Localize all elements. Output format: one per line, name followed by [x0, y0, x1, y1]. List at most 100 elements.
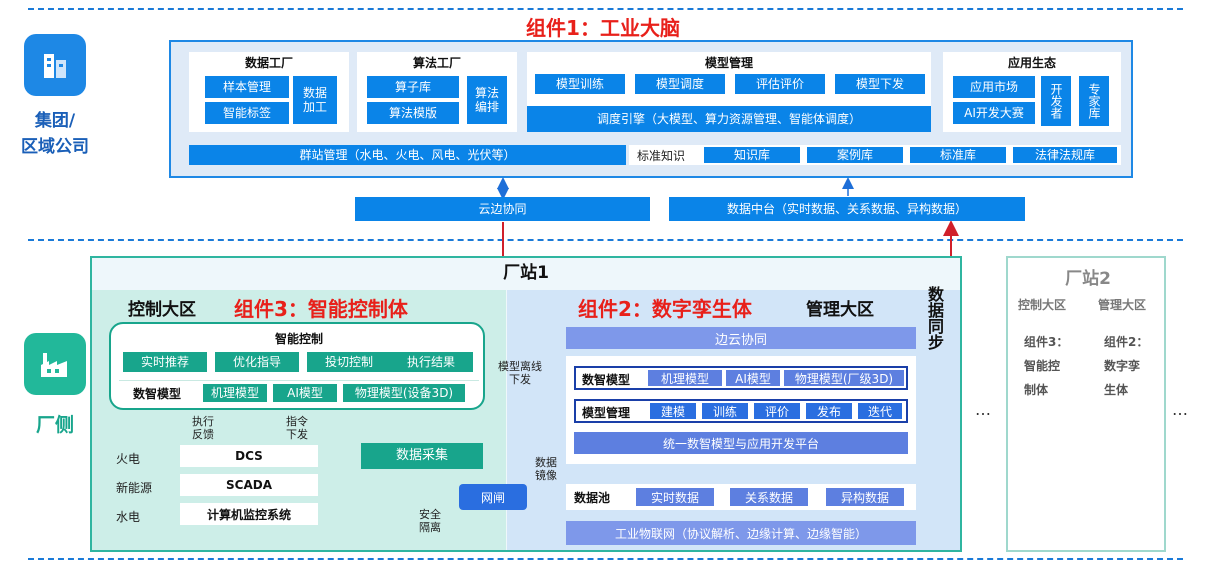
- system-label-hydro: 水电: [116, 510, 141, 524]
- pool-relational-data[interactable]: 关系数据: [730, 488, 808, 506]
- right-mechanism-model[interactable]: 机理模型: [648, 370, 722, 386]
- op-iterate[interactable]: 迭代: [858, 403, 902, 419]
- model-training[interactable]: 模型训练: [535, 74, 625, 94]
- right-physical-model[interactable]: 物理模型(厂级3D): [784, 370, 904, 386]
- model-mgmt-panel: 模型管理 模型训练 模型调度 评估评价 模型下发 调度引擎（大模型、算力资源管理…: [527, 52, 931, 132]
- component3-title: 组件3：智能控制体: [234, 297, 408, 321]
- station1-title: 厂站1: [503, 263, 549, 283]
- algorithm-orchestration[interactable]: 算法 编排: [467, 76, 507, 124]
- op-evaluate[interactable]: 评价: [754, 403, 800, 419]
- system-label-thermal: 火电: [116, 452, 141, 466]
- unified-platform[interactable]: 统一数智模型与应用开发平台: [574, 432, 908, 454]
- plant-label: 厂侧: [35, 414, 74, 436]
- component1-title: 组件1：工业大脑: [526, 16, 680, 40]
- component2-title: 组件2：数字孪生体: [578, 297, 752, 321]
- regulation-library[interactable]: 法律法规库: [1013, 147, 1117, 163]
- left-twin-model-row: 数智模型 机理模型 AI模型 物理模型(设备3D): [119, 380, 479, 404]
- divider-middle: [28, 239, 1183, 241]
- scada-system[interactable]: SCADA: [180, 474, 318, 496]
- op-train[interactable]: 训练: [702, 403, 748, 419]
- gateway[interactable]: 网闸: [459, 484, 527, 510]
- data-pool-row: 数据池 实时数据 关系数据 异构数据: [566, 484, 916, 510]
- op-publish[interactable]: 发布: [806, 403, 852, 419]
- pool-realtime-data[interactable]: 实时数据: [636, 488, 714, 506]
- app-market[interactable]: 应用市场: [953, 76, 1035, 98]
- data-mirror-label: 数据 镜像: [535, 456, 557, 482]
- data-middle-platform[interactable]: 数据中台（实时数据、关系数据、异构数据）: [669, 197, 1025, 221]
- factory-icon: [24, 333, 86, 395]
- smart-control-panel: 智能控制 实时推荐 优化指导 投切控制 执行结果 数智模型 机理模型 AI模型 …: [109, 322, 485, 410]
- case-library[interactable]: 案例库: [807, 147, 903, 163]
- knowledge-base[interactable]: 知识库: [704, 147, 800, 163]
- algo-factory-panel: 算法工厂 算子库 算法模版 算法 编排: [357, 52, 517, 132]
- mgmt-zone-title: 管理大区: [806, 300, 874, 320]
- left-mechanism-model[interactable]: 机理模型: [203, 384, 267, 402]
- sample-management[interactable]: 样本管理: [205, 76, 289, 98]
- safety-isolation-label: 安全 隔离: [419, 508, 441, 534]
- model-ops-label: 模型管理: [582, 406, 631, 420]
- optimization-guide[interactable]: 优化指导: [215, 352, 299, 372]
- smart-labeling[interactable]: 智能标签: [205, 102, 289, 124]
- data-factory-panel: 数据工厂 样本管理 智能标签 数据 加工: [189, 52, 349, 132]
- data-pool-label: 数据池: [574, 491, 611, 505]
- left-twin-model-label: 数智模型: [133, 387, 182, 401]
- algo-factory-title: 算法工厂: [412, 55, 461, 70]
- ellipsis-right: …: [1172, 400, 1188, 419]
- station2-component2: 组件2： 数字孪 生体: [1104, 335, 1149, 397]
- model-scheduling[interactable]: 模型调度: [635, 74, 725, 94]
- station2-panel: 厂站2 控制大区 管理大区 组件3： 智能控 制体 组件2： 数字孪 生体: [1006, 256, 1166, 552]
- divider-bottom: [28, 558, 1183, 560]
- standard-knowledge-label: 标准知识: [637, 148, 686, 163]
- model-release[interactable]: 模型下发: [835, 74, 925, 94]
- station2-component3: 组件3： 智能控 制体: [1024, 335, 1069, 397]
- execution-feedback-label: 执行 反馈: [192, 415, 214, 441]
- divider-top: [28, 8, 1183, 10]
- offline-release-label: 模型离线 下发: [498, 360, 542, 386]
- model-ops-row: 模型管理 建模 训练 评价 发布 迭代: [574, 399, 908, 423]
- op-build[interactable]: 建模: [650, 403, 696, 419]
- data-factory-title: 数据工厂: [244, 55, 293, 70]
- dcs-system[interactable]: DCS: [180, 445, 318, 467]
- building-icon: [24, 34, 86, 96]
- ellipsis-left: …: [975, 400, 991, 419]
- ai-dev-contest[interactable]: AI开发大赛: [953, 102, 1035, 124]
- command-issue-label: 指令 下发: [286, 415, 308, 441]
- data-collection[interactable]: 数据采集: [361, 443, 483, 469]
- twin-platform-panel: 数智模型 机理模型 AI模型 物理模型(厂级3D) 模型管理 建模 训练 评价 …: [566, 356, 916, 464]
- station2-title: 厂站2: [1065, 269, 1111, 289]
- cloud-edge-sync[interactable]: 云边协同: [355, 197, 650, 221]
- station2-mgmt-zone: 管理大区: [1098, 298, 1147, 312]
- data-processing[interactable]: 数据 加工: [293, 76, 337, 124]
- algorithm-templates[interactable]: 算法模版: [367, 102, 459, 124]
- cluster-management[interactable]: 群站管理（水电、火电、风电、光伏等）: [189, 145, 626, 165]
- execution-result[interactable]: 执行结果: [389, 352, 473, 372]
- developers[interactable]: 开发者: [1041, 76, 1071, 126]
- realtime-recommend[interactable]: 实时推荐: [123, 352, 207, 372]
- evaluation[interactable]: 评估评价: [735, 74, 825, 94]
- right-twin-model-label: 数智模型: [582, 373, 631, 387]
- left-physical-model[interactable]: 物理模型(设备3D): [343, 384, 465, 402]
- right-ai-model[interactable]: AI模型: [726, 370, 780, 386]
- app-eco-title: 应用生态: [1007, 55, 1056, 70]
- system-label-newenergy: 新能源: [116, 481, 153, 495]
- industrial-brain-panel: 数据工厂 样本管理 智能标签 数据 加工 算法工厂 算子库 算法模版 算法 编排…: [169, 40, 1133, 178]
- right-twin-model-row: 数智模型 机理模型 AI模型 物理模型(厂级3D): [574, 366, 908, 390]
- pool-heterogeneous-data[interactable]: 异构数据: [826, 488, 904, 506]
- data-sync-label: 数据同步: [925, 286, 944, 350]
- industrial-iot[interactable]: 工业物联网（协议解析、边缘计算、边缘智能）: [566, 521, 916, 545]
- app-eco-panel: 应用生态 应用市场 AI开发大赛 开发者 专家库: [943, 52, 1121, 132]
- operator-library[interactable]: 算子库: [367, 76, 459, 98]
- scheduling-engine[interactable]: 调度引擎（大模型、算力资源管理、智能体调度）: [527, 106, 931, 132]
- station2-control-zone: 控制大区: [1018, 298, 1067, 312]
- switching-control[interactable]: 投切控制: [307, 352, 391, 372]
- control-zone-title: 控制大区: [128, 300, 196, 320]
- left-ai-model[interactable]: AI模型: [273, 384, 337, 402]
- standard-library[interactable]: 标准库: [910, 147, 1006, 163]
- company-label: 集团/ 区域公司: [21, 111, 89, 157]
- expert-library[interactable]: 专家库: [1079, 76, 1109, 126]
- model-mgmt-title: 模型管理: [704, 55, 753, 70]
- edge-cloud-sync[interactable]: 边云协同: [566, 327, 916, 349]
- smart-control-title: 智能控制: [274, 331, 323, 346]
- monitoring-system[interactable]: 计算机监控系统: [180, 503, 318, 525]
- knowledge-row: 标准知识 知识库 案例库 标准库 法律法规库: [629, 145, 1121, 165]
